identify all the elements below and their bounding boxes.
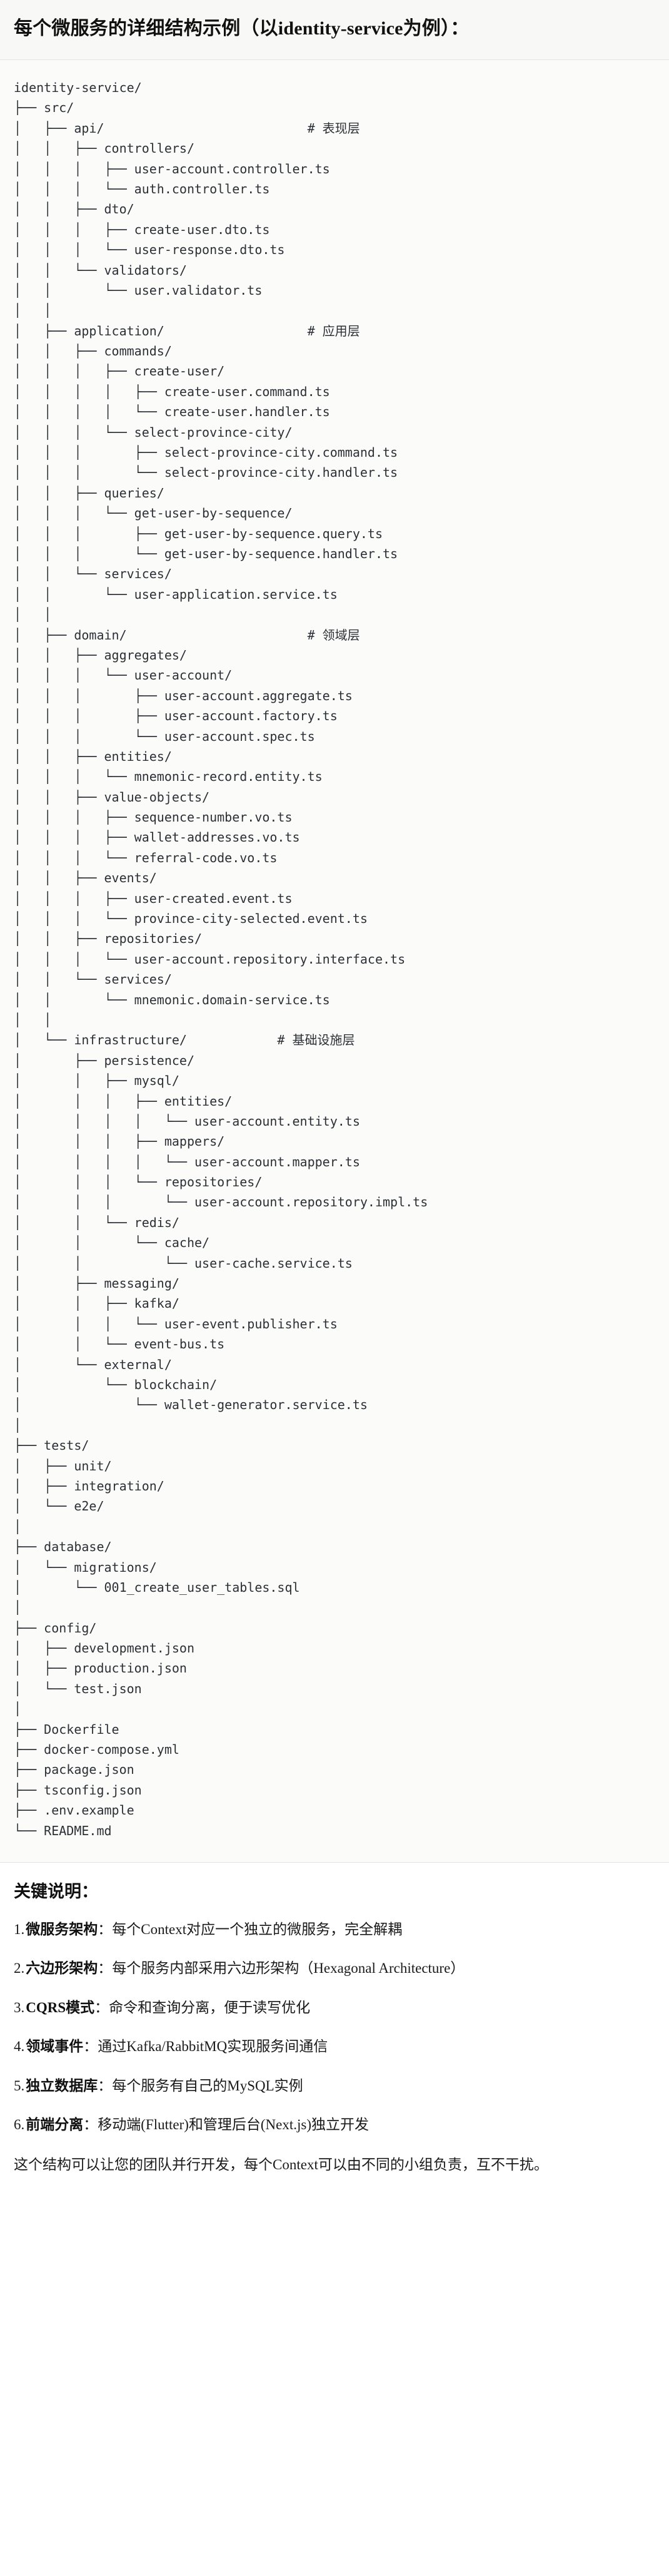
code-block: identity-service/ ├── src/ │ ├── api/ # …: [0, 60, 669, 1863]
key-note-separator: ：: [98, 2077, 113, 2094]
page-root: 每个微服务的详细结构示例（以identity-service为例）： ident…: [0, 0, 669, 2192]
key-note-term: 独立数据库: [26, 2077, 98, 2094]
title-block: 每个微服务的详细结构示例（以identity-service为例）：: [0, 0, 669, 60]
key-notes-block: 关键说明： 微服务架构：每个Context对应一个独立的微服务，完全解耦六边形架…: [0, 1862, 669, 2192]
key-note-separator: ：: [83, 2039, 98, 2055]
key-notes-list: 微服务架构：每个Context对应一个独立的微服务，完全解耦六边形架构：每个服务…: [14, 1919, 655, 2136]
closing-paragraph: 这个结构可以让您的团队并行开发，每个Context可以由不同的小组负责，互不干扰…: [14, 2156, 548, 2172]
key-note-description: 每个服务有自己的MySQL实例: [112, 2077, 303, 2094]
key-note-item: 微服务架构：每个Context对应一个独立的微服务，完全解耦: [14, 1919, 655, 1941]
key-note-separator: ：: [98, 1921, 113, 1937]
directory-tree: identity-service/ ├── src/ │ ├── api/ # …: [14, 80, 428, 1838]
key-note-item: 独立数据库：每个服务有自己的MySQL实例: [14, 2075, 655, 2097]
key-notes-heading: 关键说明：: [14, 1881, 98, 1901]
key-note-separator: ：: [83, 2117, 98, 2133]
key-note-separator: ：: [94, 1999, 109, 2015]
key-note-item: 领域事件：通过Kafka/RabbitMQ实现服务间通信: [14, 2036, 655, 2058]
page-title: 每个微服务的详细结构示例（以identity-service为例）：: [14, 18, 470, 39]
key-note-term: 六边形架构: [26, 1960, 98, 1977]
key-note-description: 每个Context对应一个独立的微服务，完全解耦: [112, 1921, 403, 1937]
key-note-item: 六边形架构：每个服务内部采用六边形架构（Hexagonal Architectu…: [14, 1958, 655, 1980]
key-note-term: 微服务架构: [26, 1921, 98, 1937]
key-note-separator: ：: [98, 1960, 113, 1977]
key-note-term: 前端分离: [26, 2117, 84, 2133]
key-note-description: 移动端(Flutter)和管理后台(Next.js)独立开发: [98, 2117, 370, 2133]
key-note-description: 通过Kafka/RabbitMQ实现服务间通信: [98, 2039, 328, 2055]
key-note-item: 前端分离：移动端(Flutter)和管理后台(Next.js)独立开发: [14, 2114, 655, 2136]
key-note-description: 命令和查询分离，便于读写优化: [109, 1999, 311, 2015]
key-note-term: 领域事件: [26, 2039, 84, 2055]
key-note-item: CQRS模式：命令和查询分离，便于读写优化: [14, 1997, 655, 2019]
key-note-term: CQRS模式: [26, 1999, 95, 2015]
key-note-description: 每个服务内部采用六边形架构（Hexagonal Architecture）: [112, 1960, 465, 1977]
